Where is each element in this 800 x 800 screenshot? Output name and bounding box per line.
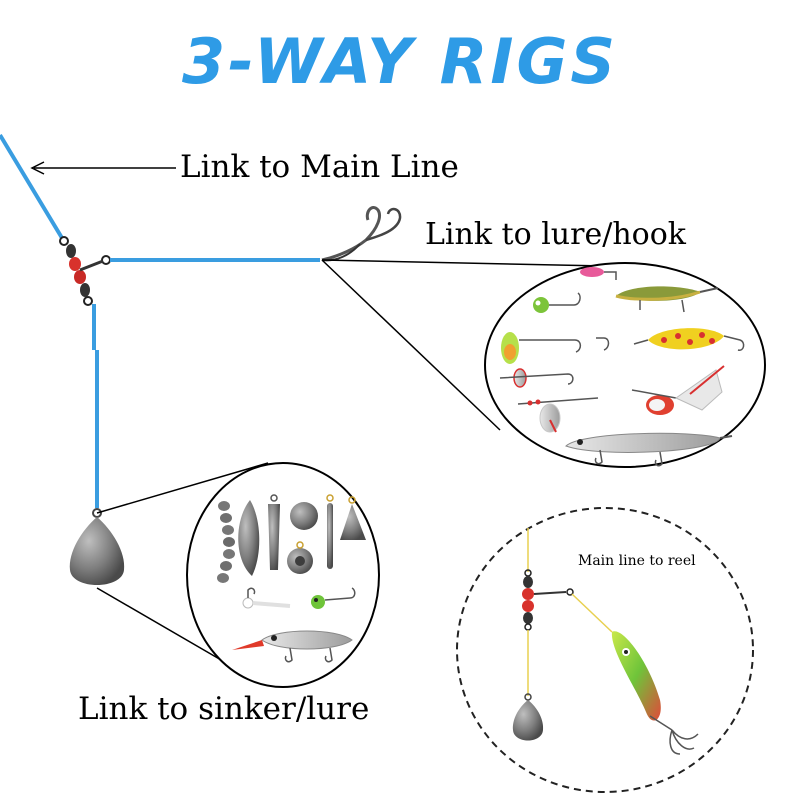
sinker-icon [326, 494, 334, 569]
sinker-assortment-circle [186, 462, 380, 688]
rig-detail-circle [456, 507, 754, 793]
crankbait-icon [232, 630, 353, 663]
main-line [0, 133, 64, 240]
zoom-lines-sinker [96, 462, 269, 665]
page-title: 3-WAY RIGS [182, 25, 618, 98]
lure-icon [611, 631, 699, 755]
arrow-main-line [30, 161, 176, 175]
spinner-icon [501, 332, 610, 364]
sinker-icon [268, 494, 280, 570]
sinker-icon [69, 508, 125, 585]
crankbait-icon [615, 286, 719, 313]
swivel-icon [59, 236, 111, 306]
sinker-icon [238, 500, 260, 576]
label-sinker-lure: Link to sinker/lure [78, 691, 370, 727]
sinker-icon [290, 502, 318, 530]
sinker-icon [287, 541, 313, 574]
spinner-icon [631, 365, 725, 415]
label-main-line: Link to Main Line [180, 149, 459, 185]
spinner-icon [517, 397, 599, 433]
swivel-icon [522, 569, 574, 631]
spinner-icon [499, 368, 574, 388]
hook-icon [321, 206, 402, 262]
label-lure-hook: Link to lure/hook [425, 217, 686, 252]
jig-icon [311, 587, 356, 609]
sinker-icon [340, 496, 366, 540]
sinker-icon [512, 693, 544, 741]
sinker-icon [217, 501, 235, 583]
jig-icon [533, 292, 581, 313]
spoon-icon [633, 328, 745, 351]
lure-assortment-circle [484, 262, 766, 468]
lure-icon [565, 432, 733, 467]
jig-icon [580, 267, 617, 280]
zoom-lines-lure [321, 259, 606, 431]
sinker-line [92, 304, 99, 508]
jig-icon [242, 587, 291, 609]
label-main-line-to-reel: Main line to reel [578, 553, 696, 569]
